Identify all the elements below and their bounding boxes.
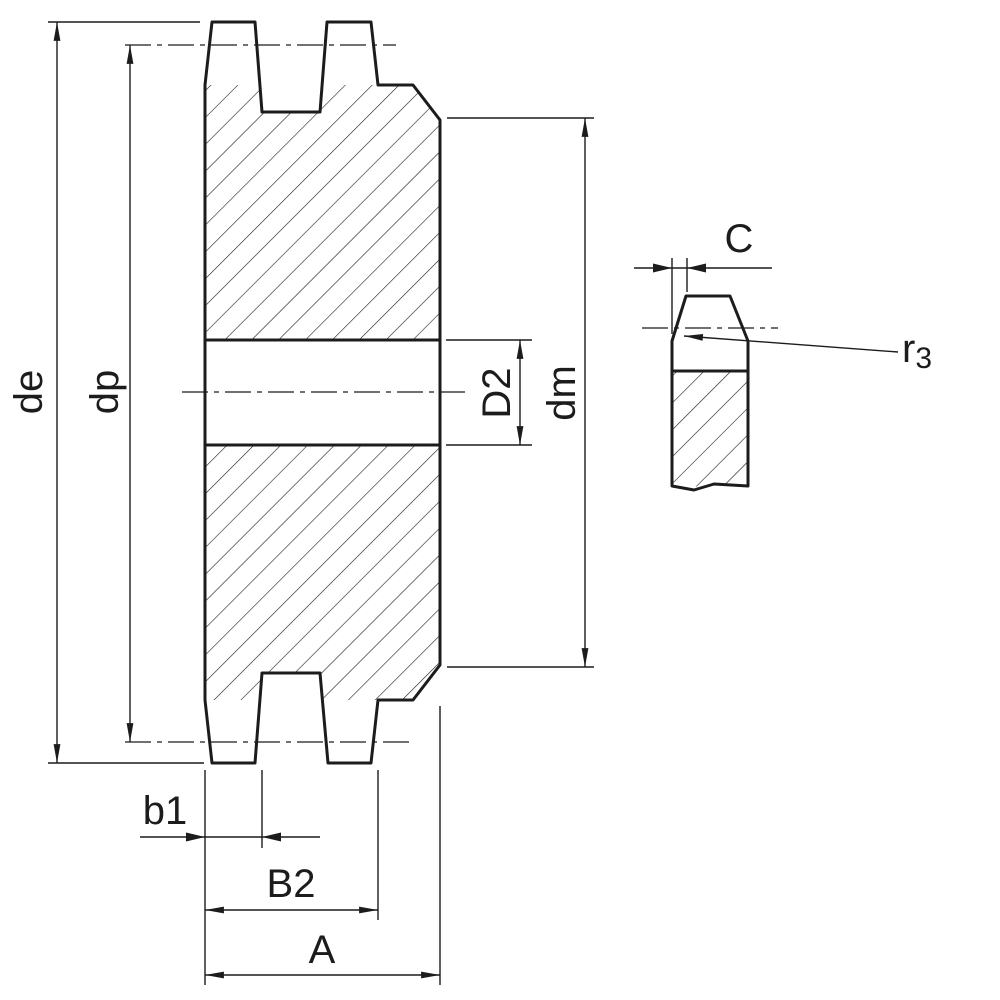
dimension-c: C: [634, 217, 772, 334]
main-section-view: [125, 20, 465, 765]
dimension-b1: b1: [140, 789, 320, 842]
dimension-d2: D2: [446, 339, 532, 446]
label-b2: B2: [267, 862, 316, 906]
dimension-de: de: [7, 21, 204, 764]
label-r3: r3: [902, 327, 932, 375]
r3-leader-line: [683, 334, 899, 353]
label-d2: D2: [475, 367, 519, 418]
tooth-profile-view: [642, 294, 778, 492]
dimension-dm: dm: [447, 117, 594, 668]
radius-r3-callout: r3: [683, 327, 932, 375]
hatch-lower-body: [205, 445, 440, 700]
hatch-tooth-hub: [672, 371, 748, 487]
hatch-upper-body: [205, 85, 440, 340]
label-dp: dp: [83, 370, 127, 415]
label-dm: dm: [540, 365, 584, 421]
label-b1: b1: [143, 789, 188, 833]
dimension-a: A: [205, 928, 440, 979]
dimension-b2: B2: [205, 862, 378, 914]
dimension-dp: dp: [83, 45, 134, 742]
label-a: A: [309, 928, 336, 972]
sprocket-outline: [203, 20, 442, 765]
label-c: C: [725, 217, 754, 261]
label-de: de: [7, 370, 51, 415]
tooth-profile-outline: [670, 294, 750, 492]
extension-lines-bottom: [204, 706, 441, 985]
